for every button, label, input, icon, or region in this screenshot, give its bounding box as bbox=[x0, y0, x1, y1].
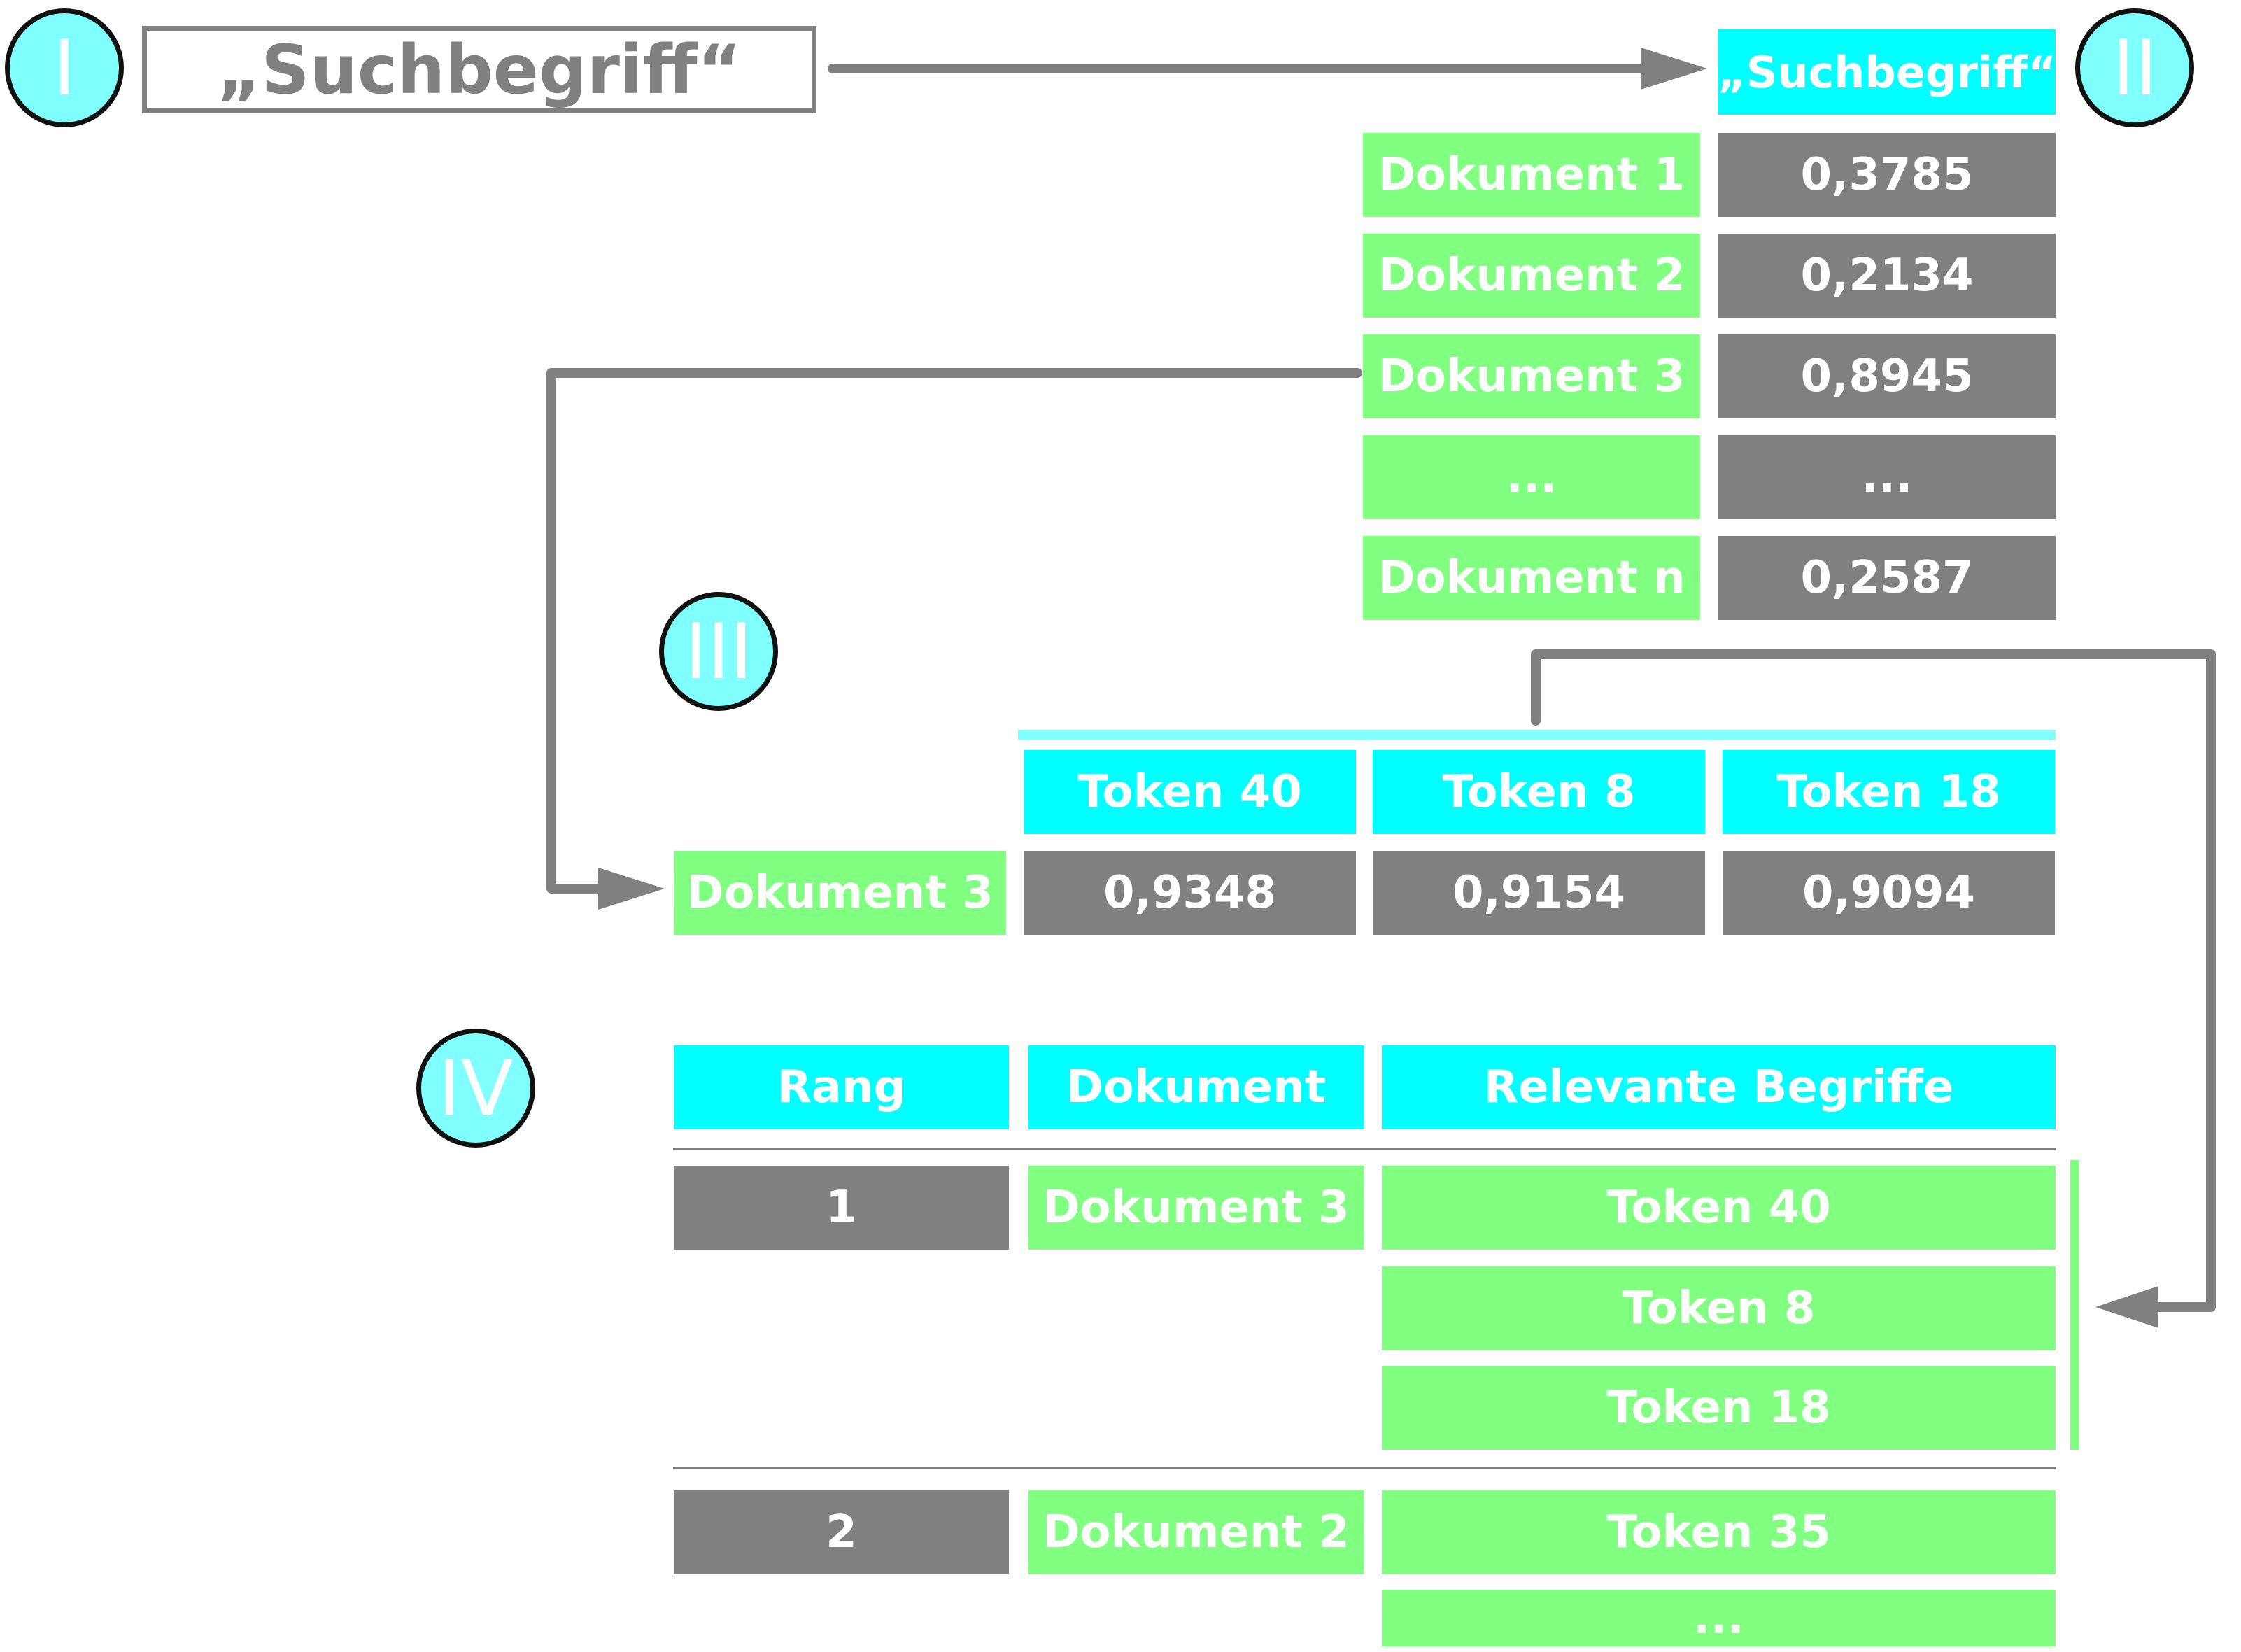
result-term: Token 35 bbox=[1382, 1490, 2056, 1574]
doc-score: ... bbox=[1718, 435, 2056, 519]
step-badge-3: III bbox=[659, 592, 778, 711]
doc-score: 0,3785 bbox=[1718, 133, 2056, 217]
token-header: Token 8 bbox=[1373, 750, 1705, 834]
result-term: Token 8 bbox=[1382, 1266, 2056, 1350]
result-term: Token 40 bbox=[1382, 1166, 2056, 1250]
results-header-doc: Dokument bbox=[1028, 1045, 1364, 1129]
doc-score: 0,2587 bbox=[1718, 536, 2056, 620]
result-rank: 1 bbox=[674, 1166, 1009, 1250]
token-header: Token 40 bbox=[1024, 750, 1356, 834]
result-doc: Dokument 2 bbox=[1028, 1490, 1364, 1574]
doc-score: 0,2134 bbox=[1718, 234, 2056, 318]
arrow-doc3-to-tokens bbox=[546, 368, 1362, 894]
doc-list-item: ... bbox=[1363, 435, 1700, 519]
token-score: 0,9348 bbox=[1024, 851, 1356, 935]
result-term: ... bbox=[1382, 1590, 2056, 1646]
arrowhead-tokens-to-terms bbox=[2095, 1286, 2158, 1328]
doc-score: 0,8945 bbox=[1718, 334, 2056, 418]
step-badge-2: II bbox=[2075, 8, 2194, 127]
results-header-terms: Relevante Begriffe bbox=[1382, 1045, 2056, 1129]
result-term: Token 18 bbox=[1382, 1366, 2056, 1450]
doc-list-item: Dokument n bbox=[1363, 536, 1700, 620]
scores-header: „Suchbegriff“ bbox=[1718, 29, 2056, 115]
token-score: 0,9154 bbox=[1373, 851, 1705, 935]
results-header-rank: Rang bbox=[674, 1045, 1009, 1129]
step-badge-4: IV bbox=[416, 1029, 535, 1148]
token-doc-label: Dokument 3 bbox=[674, 851, 1006, 935]
arrow-tokens-to-terms bbox=[1531, 649, 2216, 1312]
arrowhead-doc3-to-tokens bbox=[598, 868, 665, 910]
doc-list-item: Dokument 2 bbox=[1363, 234, 1700, 318]
result-doc: Dokument 3 bbox=[1028, 1166, 1364, 1250]
token-score: 0,9094 bbox=[1723, 851, 2055, 935]
arrowhead-search-to-scores bbox=[1641, 48, 1707, 90]
result-rank: 2 bbox=[674, 1490, 1009, 1574]
doc-list-item: Dokument 3 bbox=[1363, 334, 1700, 418]
doc-list-item: Dokument 1 bbox=[1363, 133, 1700, 217]
token-header: Token 18 bbox=[1723, 750, 2055, 834]
step-badge-1: I bbox=[5, 8, 124, 127]
search-term-box: „Suchbegriff“ bbox=[142, 26, 816, 113]
